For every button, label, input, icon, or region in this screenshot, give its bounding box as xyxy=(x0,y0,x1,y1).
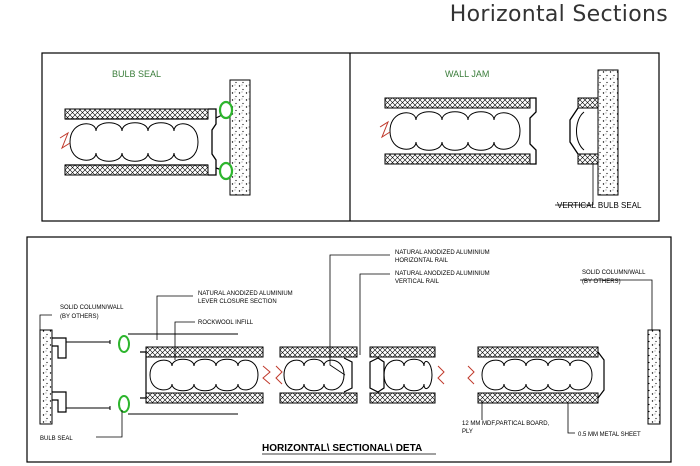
vertical-bulb-seal-callout: VERTICAL BULB SEAL xyxy=(557,201,642,210)
horizontal-section-detail: SOLID COLUMN/WALL (BY OTHERS) NATURAL AN… xyxy=(39,250,661,455)
solid-wall-right-label-1: SOLID COLUMN/WALL xyxy=(582,270,646,276)
bulb-seal-detail: BULB SEAL xyxy=(59,69,251,196)
vrail-label-2: VERTICAL RAIL xyxy=(395,279,440,285)
hrail-label-1: NATURAL ANODIZED ALUMINIUM xyxy=(395,250,490,256)
page-title: Horizontal Sections xyxy=(449,2,668,27)
bulb-seal-label: BULB SEAL xyxy=(112,69,161,79)
solid-wall-left-label-2: (BY OTHERS) xyxy=(60,314,99,320)
lever-label-1: NATURAL ANODIZED ALUMINIUM xyxy=(198,291,293,297)
vrail-label-1: NATURAL ANODIZED ALUMINIUM xyxy=(395,271,490,277)
section-title: HORIZONTAL\ SECTIONAL\ DETA xyxy=(262,443,422,454)
bottom-frame xyxy=(26,236,672,463)
bulb-seal-callout: BULB SEAL xyxy=(40,436,73,442)
solid-wall-left-label-1: SOLID COLUMN/WALL xyxy=(60,305,124,311)
solid-wall-right-label-2: (BY OTHERS) xyxy=(582,279,621,285)
wall-jam-label: WALL JAM xyxy=(445,69,489,79)
hrail-label-2: HORIZONTAL RAIL xyxy=(395,258,449,264)
metal-sheet-label: 0.5 MM METAL SHEET xyxy=(578,432,641,438)
rockwool-label: ROCKWOOL INFILL xyxy=(198,320,254,326)
mdf-label-2: PLY xyxy=(462,429,473,435)
lever-label-2: LEVER CLOSURE SECTION xyxy=(198,299,277,305)
wall-jam-detail: WALL JAM VERTICAL BULB SEAL xyxy=(379,69,642,210)
mdf-label-1: 12 MM MDF,PARTICAL BOARD, xyxy=(462,421,550,427)
